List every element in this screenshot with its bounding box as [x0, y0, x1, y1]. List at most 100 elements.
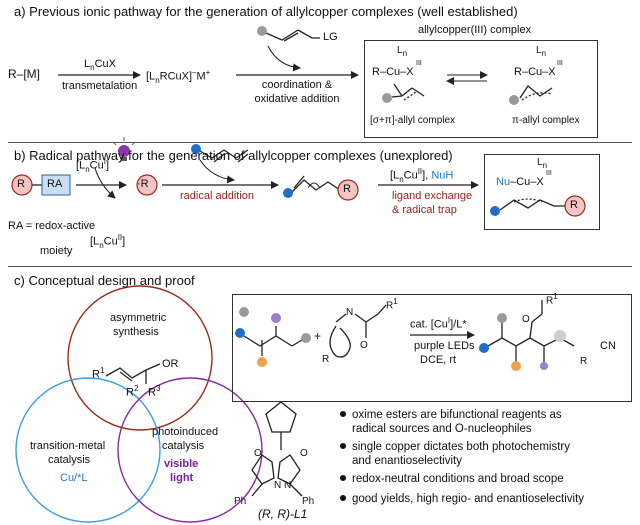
- scheme-conditions-solvent: DCE, rt: [420, 354, 457, 366]
- orange-ball: [257, 357, 267, 367]
- catalyst-cu-ii: [LnCuII]: [90, 233, 126, 250]
- venn-asymmetric-line2: synthesis: [113, 326, 159, 338]
- r-node-label: R: [343, 183, 351, 195]
- reaction-scheme-box: [232, 294, 632, 402]
- oxidation-state: III: [416, 60, 422, 67]
- venn-r2: R2: [126, 384, 139, 399]
- ligand-label: Ln: [397, 45, 408, 58]
- purple-ball: [540, 362, 548, 370]
- grey-ball: [301, 333, 311, 343]
- product-cu-center: Nu–Cu–X: [496, 176, 544, 188]
- product-r: R: [580, 356, 588, 367]
- r-node: [564, 195, 586, 217]
- cu-center: R–Cu–X: [372, 66, 414, 78]
- diene-reagent: [199, 149, 249, 163]
- leaving-group: LG: [323, 31, 338, 43]
- venn-tm-line2: catalysis: [48, 454, 91, 466]
- scheme-plus: +: [314, 329, 322, 343]
- scheme-conditions: cat. [CuI]/L*: [410, 316, 467, 331]
- venn-photo-line2: catalysis: [162, 440, 205, 452]
- grey-ball: [239, 307, 249, 317]
- scheme-oxime: [329, 304, 387, 358]
- radical-trap-label: & radical trap: [392, 204, 457, 216]
- allylcopper-box-title: allylcopper(III) complex: [418, 24, 532, 36]
- ra-definition: RA = redox-active: [8, 220, 96, 232]
- scheme-n: N: [346, 307, 354, 318]
- sigma-pi-allyl-fragment: [393, 83, 425, 101]
- product-box: [484, 154, 600, 230]
- pi-allyl-label: π-allyl complex: [512, 115, 580, 126]
- oxidation-state: III: [557, 60, 563, 67]
- grey-ball: [509, 95, 519, 105]
- blue-ball: [191, 144, 201, 154]
- blue-ball: [490, 206, 500, 216]
- venn-tm-line3: Cu/*L: [60, 472, 88, 484]
- ra-definition-line2: moiety: [40, 245, 73, 257]
- curved-arrow-a: [267, 45, 301, 72]
- r-node-label: R: [17, 178, 25, 190]
- grey-ball: [257, 26, 267, 36]
- grey-ball: [554, 330, 566, 342]
- product-r-label: R: [570, 199, 578, 211]
- venn-asymmetric-line1: asymmetric: [110, 312, 167, 324]
- scheme-r: R: [322, 354, 330, 365]
- bullet-item: oxime esters are bifunctional reagents a…: [340, 408, 562, 422]
- allyl-lg-reagent: [265, 29, 320, 42]
- bullet-dot-icon: [340, 474, 346, 481]
- radical-trap-reagent: [LnCuII], NuH: [390, 167, 454, 184]
- bullet-item: redox-neutral conditions and broad scope: [340, 472, 564, 486]
- divider: [8, 142, 632, 143]
- sigma-pi-label: [σ+π]-allyl complex: [370, 115, 456, 126]
- pi-allyl-fragment: [519, 85, 553, 101]
- scheme-r1: R1: [386, 297, 398, 312]
- venn-substrate: [105, 363, 161, 384]
- scheme-o: O: [360, 340, 368, 351]
- blue-ball: [479, 343, 489, 353]
- product-o: O: [522, 314, 530, 325]
- r-radical-node: [136, 174, 158, 196]
- venn-r3: R3: [148, 384, 161, 399]
- scheme-diene: [243, 326, 303, 356]
- venn-or: OR: [162, 358, 179, 370]
- oxidation-state: III: [546, 170, 552, 177]
- ligand-n: N: [284, 480, 292, 491]
- catalyst-cu-i: [LnCuI]: [76, 157, 109, 174]
- ligand-l1: [251, 401, 303, 497]
- bullet-dot-icon: [340, 442, 346, 449]
- grey-ball: [382, 93, 392, 103]
- r-radical-label: ·R: [137, 178, 149, 190]
- ligand-ph: Ph: [302, 496, 315, 507]
- step2-line2: oxidative addition: [254, 93, 340, 105]
- ligand-exchange-label: ligand exchange: [392, 190, 473, 202]
- ligand-name: (R, R)-L1: [258, 507, 308, 521]
- ligand-n: N: [274, 480, 282, 491]
- orange-ball: [511, 361, 521, 371]
- bullet-continuation: and enantioselectivity: [352, 455, 462, 467]
- venn-photo-line3: visible: [164, 458, 199, 470]
- bullet-item: good yields, high regio- and enantiosele…: [340, 492, 584, 506]
- product-r1: R1: [546, 292, 558, 307]
- divider: [8, 266, 632, 267]
- section-c-title: c) Conceptual design and proof: [14, 273, 195, 288]
- ligand-label: Ln: [536, 45, 547, 58]
- bullet-dot-icon: [340, 410, 346, 417]
- cuprate-intermediate: [LnRCuX]–M+: [146, 68, 211, 85]
- curved-arrow-cu: [94, 167, 116, 199]
- purple-ball: [271, 313, 281, 323]
- allylcopper-product: [499, 198, 566, 211]
- transmetalation-reagent: LnCuX: [84, 58, 116, 73]
- allylcopper-box: [364, 40, 598, 138]
- bullet-dot-icon: [340, 494, 346, 501]
- ligand-ph: Ph: [234, 496, 247, 507]
- scheme-conditions-light: purple LEDs: [414, 340, 475, 352]
- ligand-label: Ln: [537, 157, 548, 170]
- curved-arrow-b: [199, 159, 235, 184]
- venn-r1: R1: [92, 366, 105, 381]
- blue-ball: [235, 328, 245, 338]
- step2-line1: coordination &: [261, 79, 333, 91]
- venn-tm-line1: transition-metal: [30, 440, 106, 452]
- cu-center: R–Cu–X: [514, 66, 556, 78]
- allyl-radical-intermediate: [291, 175, 341, 193]
- bullet-continuation: radical sources and O-nucleophiles: [352, 423, 532, 435]
